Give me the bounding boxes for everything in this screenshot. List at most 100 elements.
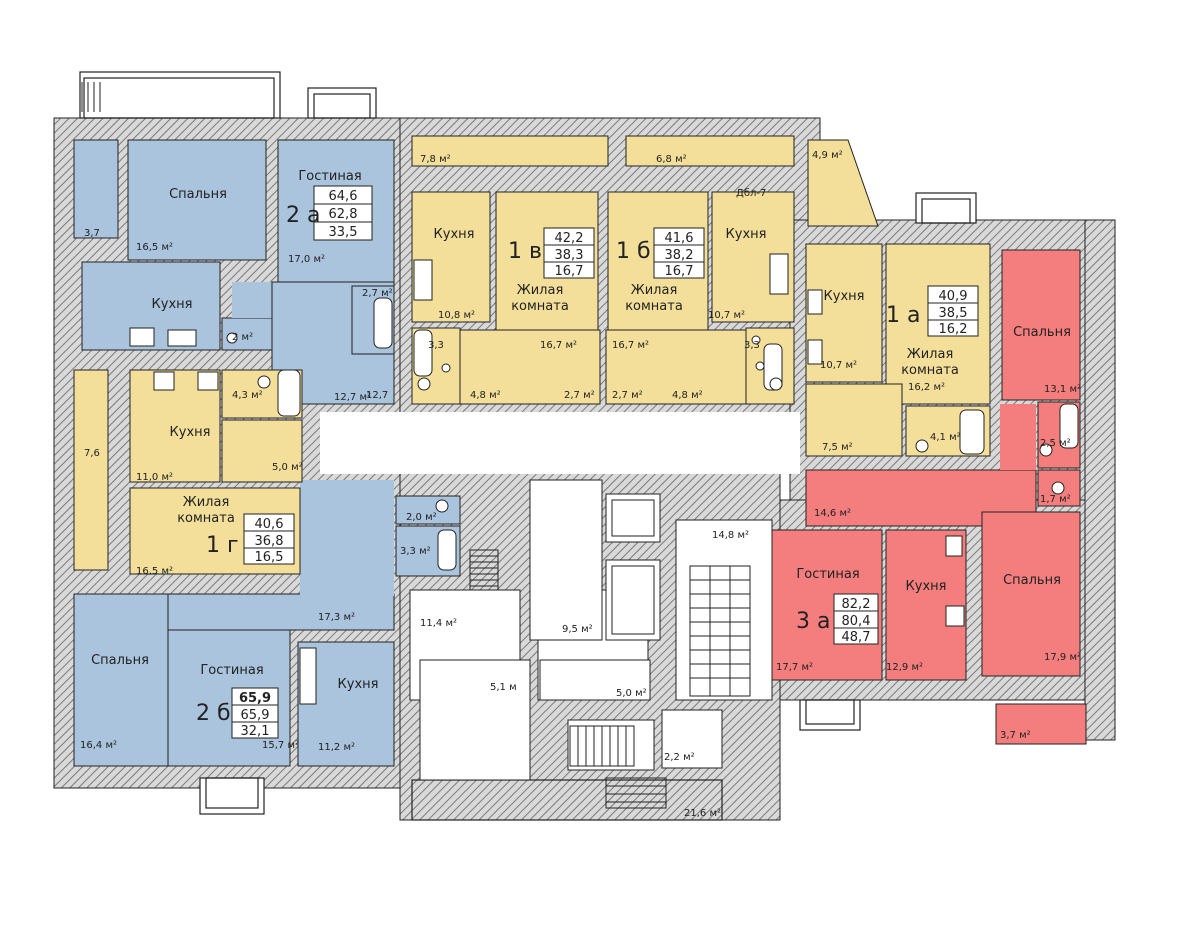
room-area-label: 11,4 м² bbox=[420, 618, 457, 629]
room-area-label: 17,0 м² bbox=[288, 254, 325, 265]
unit-1g-living: 16,5 bbox=[255, 550, 284, 565]
unit-3a-rooms bbox=[769, 249, 1087, 745]
room-area-label: 11,2 м² bbox=[318, 742, 355, 753]
unit-2a-label: 2 а bbox=[286, 203, 320, 228]
unit-1a-label: 1 а bbox=[886, 303, 920, 328]
room-name-kitchen-2b: Кухня bbox=[338, 677, 379, 692]
unit-1g-usable: 36,8 bbox=[255, 534, 284, 549]
room-area-label: 4,9 м² bbox=[812, 150, 843, 161]
unit-3a-total: 82,2 bbox=[842, 597, 871, 612]
room-area-label: 3,7 bbox=[84, 228, 100, 239]
unit-box-1g: 40,6 36,8 16,5 1 г bbox=[206, 513, 295, 565]
room-name-living-room-1a-b: комната bbox=[901, 363, 959, 378]
room-area-label: 9,5 м² bbox=[562, 624, 593, 635]
room-area-label: 12,7 bbox=[366, 390, 388, 401]
room-name-bedroom-3a-bottom: Спальня bbox=[1003, 573, 1061, 588]
room-area-label: 10,8 м² bbox=[438, 310, 475, 321]
room-area-label: 4,3 м² bbox=[232, 390, 263, 401]
unit-box-2a: 64,6 62,8 33,5 2 а bbox=[286, 185, 373, 241]
unit-3a-label: 3 а bbox=[796, 609, 830, 634]
room-area-label: 2,5 м² bbox=[1040, 438, 1071, 449]
room-area-label: 2,7 м² bbox=[362, 288, 393, 299]
unit-2a-total: 64,6 bbox=[329, 189, 358, 204]
room-area-label: 2,7 м² bbox=[612, 390, 643, 401]
room-area-label: 10,7 м² bbox=[708, 310, 745, 321]
room-name-kitchen-3a: Кухня bbox=[906, 579, 947, 594]
room-area-label: 3,3 bbox=[428, 340, 444, 351]
unit-1v-usable: 38,3 bbox=[555, 248, 584, 263]
balconies bbox=[79, 71, 977, 821]
room-area-label: 16,7 м² bbox=[612, 340, 649, 351]
room-area-label: 11,0 м² bbox=[136, 472, 173, 483]
room-area-label: 16,5 м² bbox=[136, 566, 173, 577]
room-area-label: 7,8 м² bbox=[420, 154, 451, 165]
unit-box-1a: 40,9 38,5 16,2 1 а bbox=[886, 285, 979, 337]
unit-2a-living: 33,5 bbox=[329, 225, 358, 240]
room-area-label: 10,7 м² bbox=[820, 360, 857, 371]
fixtures bbox=[129, 253, 1079, 705]
room-area-label: 14,8 м² bbox=[712, 530, 749, 541]
room-area-label: 17,9 м² bbox=[1044, 652, 1081, 663]
room-area-label: 16,4 м² bbox=[80, 740, 117, 751]
room-name-living-room-1g-b: комната bbox=[177, 511, 235, 526]
unit-1g-total: 40,6 bbox=[255, 517, 284, 532]
room-area-label: 16,5 м² bbox=[136, 242, 173, 253]
unit-1b-total: 41,6 bbox=[665, 231, 694, 246]
room-area-label: 3,7 м² bbox=[1000, 730, 1031, 741]
room-name-living-room-1g-a: Жилая bbox=[183, 495, 230, 510]
room-area-label: 21,6 м² bbox=[684, 808, 721, 819]
room-area-label: 7,6 bbox=[84, 448, 100, 459]
room-area-label: 5,1 м bbox=[490, 682, 517, 693]
room-names: Спальня Гостиная Кухня Кухня Жилая комна… bbox=[91, 169, 1071, 692]
room-area-label: 17,3 м² bbox=[318, 612, 355, 623]
room-name-kitchen-1b: Кухня bbox=[726, 227, 767, 242]
room-area-label: 4,8 м² bbox=[672, 390, 703, 401]
unit-1v-label: 1 в bbox=[508, 239, 542, 264]
room-area-label: 15,7 м² bbox=[262, 740, 299, 751]
room-area-label: 13,1 м² bbox=[1044, 384, 1081, 395]
room-name-kitchen-2a: Кухня bbox=[152, 297, 193, 312]
unit-2a-usable: 62,8 bbox=[329, 207, 358, 222]
room-area-label: 1,7 м² bbox=[1040, 494, 1071, 505]
door-mark: Дбл-7 bbox=[736, 188, 766, 199]
room-name-living-room-1v-b: комната bbox=[511, 299, 569, 314]
unit-box-1b: 41,6 38,2 16,7 1 б bbox=[616, 227, 705, 279]
room-name-living-room-1b-a: Жилая bbox=[631, 283, 678, 298]
unit-1a-usable: 38,5 bbox=[939, 306, 968, 321]
room-area-label: 4,8 м² bbox=[470, 390, 501, 401]
unit-3a-usable: 80,4 bbox=[842, 614, 871, 629]
room-name-living-room-1a-a: Жилая bbox=[907, 347, 954, 362]
unit-1v-total: 42,2 bbox=[555, 231, 584, 246]
room-area-label: 3,3 м² bbox=[400, 546, 431, 557]
room-area-label: 12,7 м² bbox=[334, 392, 371, 403]
room-name-kitchen-1v: Кухня bbox=[434, 227, 475, 242]
room-area-label: 5,0 м² bbox=[616, 688, 647, 699]
unit-box-2b: 65,9 65,9 32,1 2 б bbox=[196, 687, 279, 739]
unit-box-3a: 82,2 80,4 48,7 3 а bbox=[796, 593, 879, 645]
room-name-kitchen-1a: Кухня bbox=[824, 289, 865, 304]
room-area-label: 12,9 м² bbox=[886, 662, 923, 673]
room-area-label: 16,7 м² bbox=[540, 340, 577, 351]
room-name-living-2a: Гостиная bbox=[298, 169, 361, 184]
room-name-bedroom-3a-top: Спальня bbox=[1013, 325, 1071, 340]
unit-2b-usable: 65,9 bbox=[241, 708, 270, 723]
unit-2b-label: 2 б bbox=[196, 701, 231, 726]
room-area-label: 2,2 м² bbox=[664, 752, 695, 763]
unit-2b-total: 65,9 bbox=[239, 691, 271, 706]
room-name-bedroom-2a: Спальня bbox=[169, 187, 227, 202]
unit-box-1v: 42,2 38,3 16,7 1 в bbox=[508, 227, 595, 279]
unit-1b-living: 16,7 bbox=[665, 264, 694, 279]
room-area-label: 4,1 м² bbox=[930, 432, 961, 443]
room-name-living-room-1v-a: Жилая bbox=[517, 283, 564, 298]
common-areas bbox=[409, 479, 773, 781]
unit-1b-label: 1 б bbox=[616, 239, 651, 264]
room-area-label: 14,6 м² bbox=[814, 508, 851, 519]
room-name-kitchen-1g: Кухня bbox=[170, 425, 211, 440]
room-name-living-2b: Гостиная bbox=[200, 663, 263, 678]
unit-1a-total: 40,9 bbox=[939, 289, 968, 304]
unit-1a-living: 16,2 bbox=[939, 322, 968, 337]
room-area-label: 2,7 м² bbox=[564, 390, 595, 401]
room-area-label: 16,2 м² bbox=[908, 382, 945, 393]
